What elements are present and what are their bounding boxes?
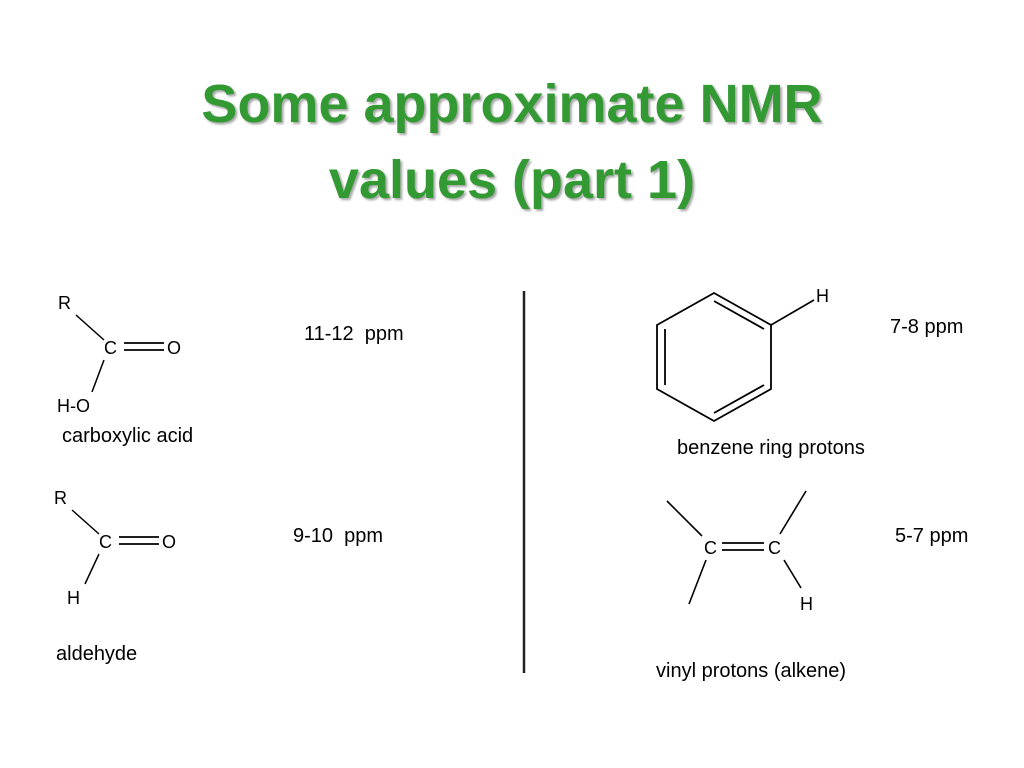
vinyl-atom-h: H (800, 594, 813, 614)
aldehyde-bond-c-h (84, 553, 100, 585)
benzene-inner-bond-2 (713, 384, 765, 414)
benzene-shift: 7-8 ppm (890, 316, 963, 338)
carboxylic-bond-c-o (91, 359, 105, 393)
benzene-caption: benzene ring protons (677, 437, 865, 459)
slide-title: Some approximate NMR values (part 1) (0, 66, 1024, 218)
benzene-atom-h: H (816, 286, 829, 306)
carboxylic-atom-o: O (167, 338, 181, 358)
carboxylic-atom-c: C (104, 338, 117, 358)
benzene-inner-bond-1 (713, 300, 765, 330)
carboxylic-atom-r: R (58, 293, 71, 313)
aldehyde-atom-h: H (67, 588, 80, 608)
vinyl-atom-c1: C (704, 538, 717, 558)
benzene-structure: H (656, 286, 829, 423)
aldehyde-atom-c: C (99, 532, 112, 552)
carboxylic-acid-shift: 11-12 ppm (304, 323, 404, 345)
aldehyde-bond-r-c (71, 509, 100, 535)
aldehyde-atom-r: R (54, 488, 67, 508)
vinyl-bond-right-upper (779, 490, 807, 535)
aldehyde-caption: aldehyde (56, 643, 137, 665)
benzene-bond-c-h (770, 299, 815, 326)
carboxylic-acid-structure: R C O H-O (57, 293, 181, 416)
title-line-1: Some approximate NMR (201, 74, 823, 134)
carboxylic-acid-caption: carboxylic acid (62, 425, 193, 447)
vinyl-shift: 5-7 ppm (895, 525, 968, 547)
vinyl-atom-c2: C (768, 538, 781, 558)
benzene-ring (656, 291, 772, 423)
aldehyde-shift: 9-10 ppm (293, 525, 383, 547)
carboxylic-bond-r-c (75, 314, 105, 341)
vinyl-bond-left-lower (688, 559, 707, 605)
aldehyde-structure: R C O H (54, 488, 176, 608)
aldehyde-atom-o: O (162, 532, 176, 552)
vinyl-bond-left-upper (666, 500, 703, 537)
vinyl-bond-c-h (783, 559, 802, 589)
title-line-2: values (part 1) (328, 150, 696, 210)
carboxylic-atom-ho: H-O (57, 396, 90, 416)
vinyl-caption: vinyl protons (alkene) (656, 660, 846, 682)
vinyl-structure: C C H (666, 490, 813, 614)
